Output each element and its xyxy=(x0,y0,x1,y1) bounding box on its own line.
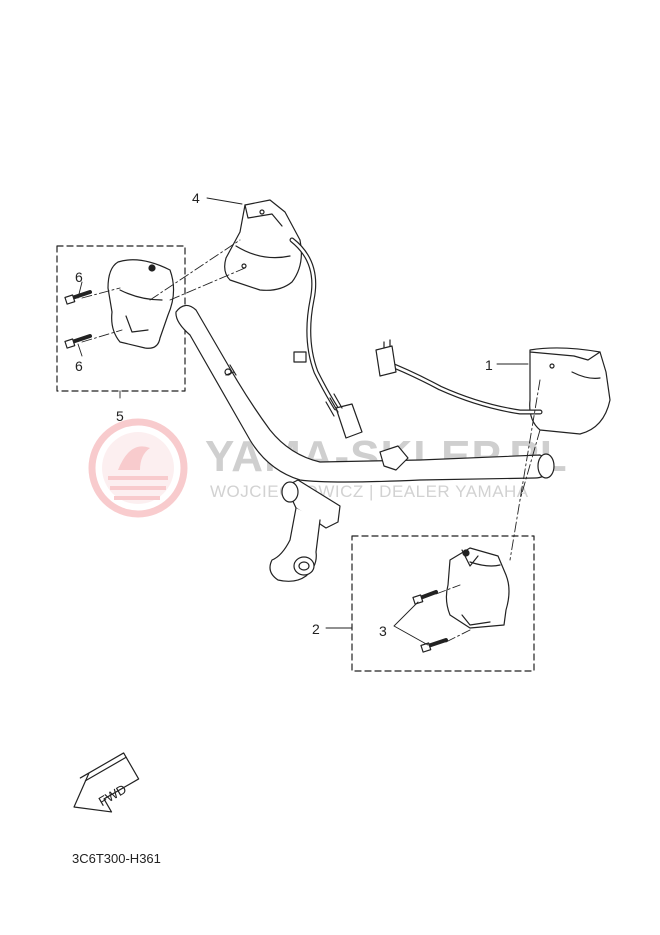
screw-6-lower xyxy=(64,334,92,349)
handlebar xyxy=(175,304,555,582)
screw-3-lower xyxy=(420,638,448,653)
callout-6-lower: 6 xyxy=(75,358,83,374)
right-switch-upper xyxy=(375,339,611,435)
drawing-code: 3C6T300-H361 xyxy=(72,851,161,866)
callout-1: 1 xyxy=(485,357,493,373)
callout-6-upper: 6 xyxy=(75,269,83,285)
callout-4: 4 xyxy=(192,190,200,206)
left-switch-lower xyxy=(107,259,175,349)
leader-lines xyxy=(77,197,529,646)
left-switch-upper xyxy=(224,199,363,439)
right-switch-lower xyxy=(445,547,510,629)
callout-5: 5 xyxy=(116,408,124,424)
screw-6-upper xyxy=(64,290,92,305)
screw-3-upper xyxy=(412,590,438,605)
fwd-arrow-icon xyxy=(73,752,140,813)
callout-3: 3 xyxy=(379,623,387,639)
alignment-lines xyxy=(81,239,541,643)
callout-2: 2 xyxy=(312,621,320,637)
group-box-2 xyxy=(351,535,535,672)
